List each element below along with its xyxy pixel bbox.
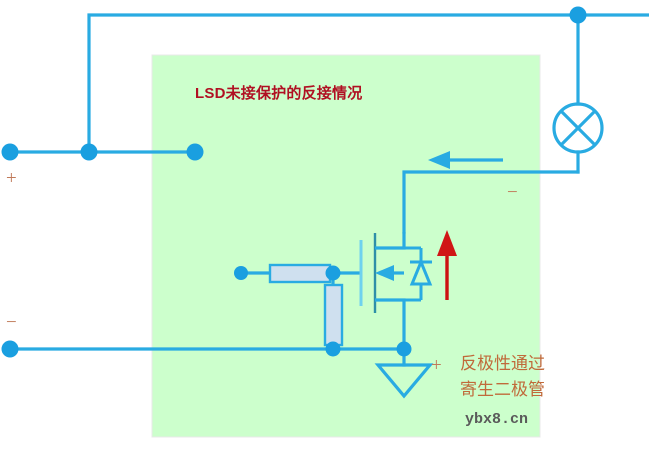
watermark: ybx8.cn (465, 411, 529, 428)
current-arrow-left (428, 151, 503, 169)
diagram-title: LSD未接保护的反接情况 (195, 85, 363, 102)
junction-source-right (396, 341, 412, 357)
lamp-symbol (552, 102, 604, 154)
terminal-dots (1, 6, 587, 358)
wire-return-to-drain (402, 170, 580, 234)
negative-terminal-label: − (6, 312, 17, 333)
gate-left-terminal (234, 266, 248, 280)
positive-ground-label: + (431, 355, 442, 376)
panel-background (151, 54, 541, 438)
wire-top-rail (87, 13, 649, 154)
positive-input-terminal (1, 143, 19, 161)
ground-symbol (374, 363, 434, 399)
reverse-current-arrow-up (437, 230, 457, 300)
note-line-1: 反极性通过 (460, 354, 545, 373)
positive-terminal-label: + (6, 168, 17, 189)
gate-resistor-body (268, 263, 332, 284)
body-diode-symbol (404, 246, 433, 302)
positive-inner-terminal (186, 143, 204, 161)
note-line-2: 寄生二极管 (460, 380, 545, 399)
negative-input-terminal (1, 340, 19, 358)
junction-top-right (569, 6, 587, 24)
mosfet-channel-arrow (375, 265, 394, 281)
junction-gate (325, 265, 341, 281)
pulldown-resistor-body (323, 283, 344, 347)
junction-source-left (325, 341, 341, 357)
junction-top-left (80, 143, 98, 161)
negative-node-label: − (507, 182, 518, 203)
